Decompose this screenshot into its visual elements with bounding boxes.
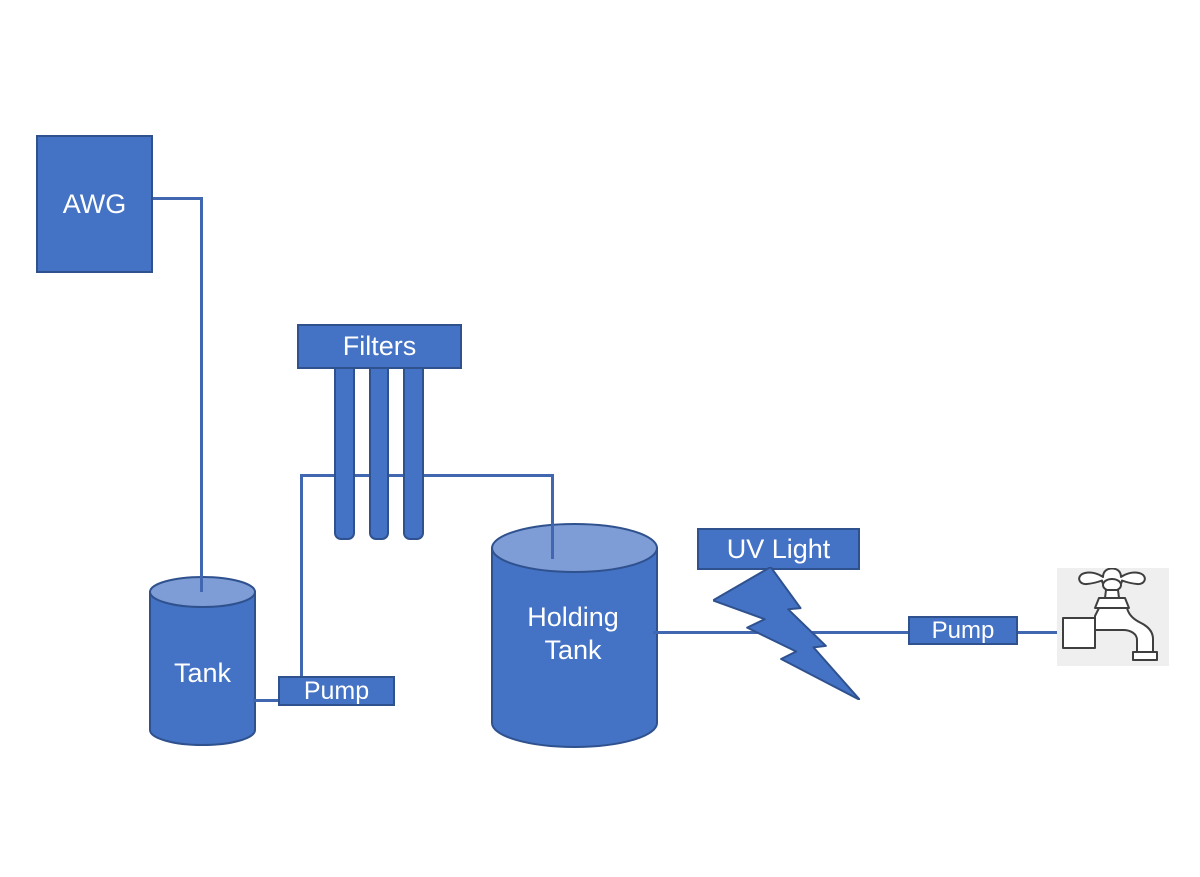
filters-label: Filters [342,331,417,361]
faucet-icon [1057,568,1169,666]
connector-awg-right [151,197,203,200]
pump-left-label: Pump [303,676,370,705]
node-filters: Filters [297,324,462,369]
connector-pump-to-filter-pipe [300,474,303,678]
node-pump-left: Pump [278,676,395,706]
holding-tank-label: Holding Tank [527,602,619,665]
connector-pipe-to-holding-tank [551,474,554,559]
lightning-bolt-icon [713,567,860,700]
uv-light-label: UV Light [726,533,831,564]
node-pump-right: Pump [908,616,1018,645]
connector-pump-to-faucet [1018,631,1063,634]
filter-prong [334,367,355,540]
filter-prong [369,367,389,540]
awg-label: AWG [62,188,127,219]
tank-label: Tank [173,658,232,688]
connector-tank-to-pump [253,699,280,702]
connector-filter-pipe [300,474,554,477]
pump-right-label: Pump [931,616,995,644]
node-awg: AWG [36,135,153,273]
connector-awg-to-tank [200,197,203,592]
node-uv-light: UV Light [697,528,860,570]
holding-tank-cylinder [491,523,658,748]
filter-prong [403,367,424,540]
